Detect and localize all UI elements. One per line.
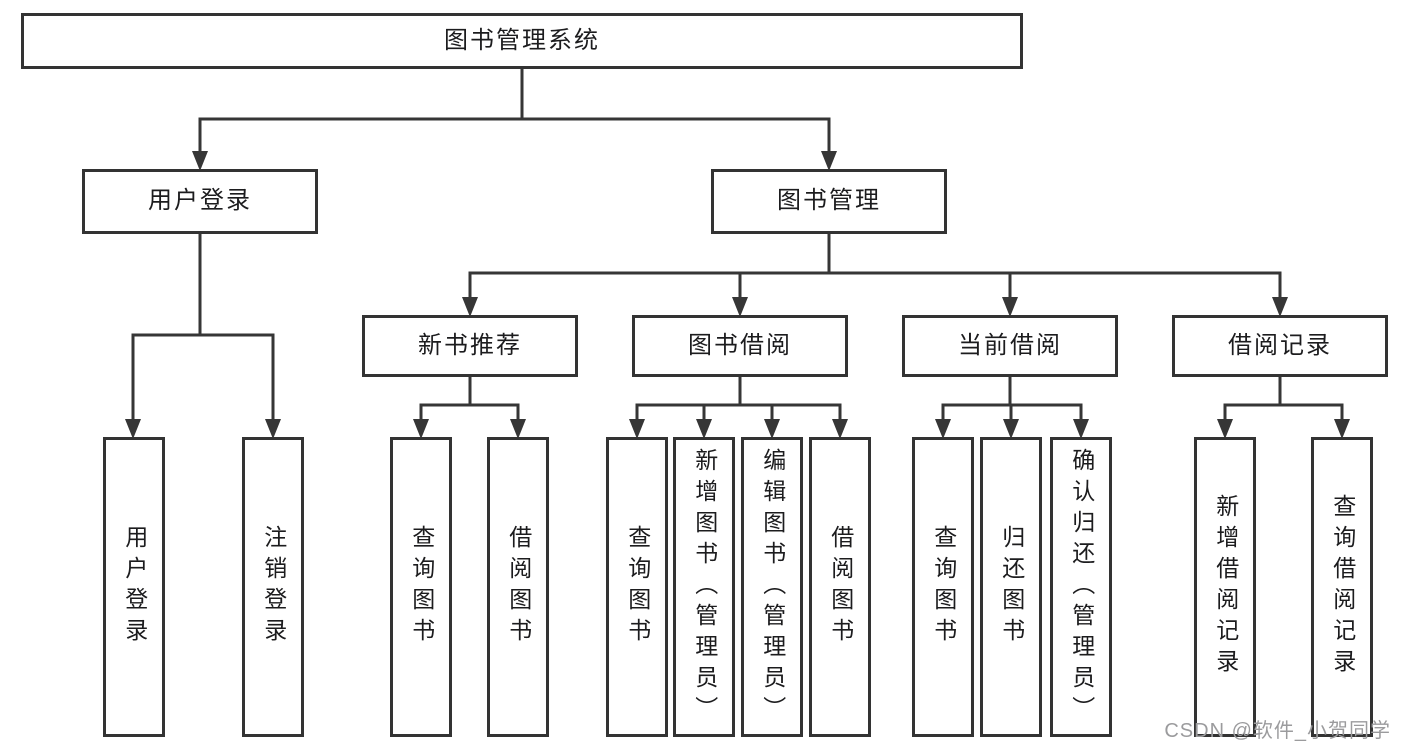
node-label: 新书推荐	[418, 331, 522, 359]
leaf-add-borrow-record: 新增借阅记录	[1194, 437, 1256, 737]
leaf-confirm-return-admin: 确认归还（管理员）	[1050, 437, 1112, 737]
node-label: 归还图书	[998, 525, 1025, 649]
node-label: 查询图书	[930, 525, 957, 649]
node-user-login: 用户登录	[82, 169, 318, 234]
node-label: 当前借阅	[958, 331, 1062, 359]
node-label: 新增借阅记录	[1212, 494, 1239, 680]
leaf-logout: 注销登录	[242, 437, 304, 737]
node-root-library-management-system: 图书管理系统	[21, 13, 1023, 69]
csdn-watermark: CSDN @软件_小贺同学	[1164, 720, 1391, 742]
connector-new-book-children	[413, 375, 526, 439]
node-label: 新增图书（管理员）	[691, 447, 718, 727]
node-label: 图书管理系统	[444, 26, 600, 54]
node-label: 图书管理	[777, 187, 881, 215]
node-label: 注销登录	[260, 525, 287, 649]
node-label: 图书借阅	[688, 331, 792, 359]
leaf-add-book-admin: 新增图书（管理员）	[673, 437, 735, 737]
leaf-user-login: 用户登录	[103, 437, 165, 737]
connector-user-login-children	[125, 231, 281, 439]
node-label: 查询借阅记录	[1329, 494, 1356, 680]
node-label: 借阅记录	[1228, 331, 1332, 359]
leaf-query-books-recommend: 查询图书	[390, 437, 452, 737]
node-new-book-recommendation: 新书推荐	[362, 315, 578, 377]
connector-book-borrow-children	[629, 375, 848, 439]
leaf-borrow-books-recommend: 借阅图书	[487, 437, 549, 737]
node-borrowing-records: 借阅记录	[1172, 315, 1388, 377]
node-book-management: 图书管理	[711, 169, 947, 234]
node-label: 查询图书	[408, 525, 435, 649]
node-label: 借阅图书	[827, 525, 854, 649]
node-current-borrowing: 当前借阅	[902, 315, 1118, 377]
connector-current-borrow-children	[935, 375, 1089, 439]
leaf-edit-book-admin: 编辑图书（管理员）	[741, 437, 803, 737]
node-label: 确认归还（管理员）	[1068, 447, 1095, 727]
node-label: 用户登录	[148, 187, 252, 215]
leaf-query-books-current: 查询图书	[912, 437, 974, 737]
leaf-return-book: 归还图书	[980, 437, 1042, 737]
leaf-query-books-borrow: 查询图书	[606, 437, 668, 737]
node-book-borrowing: 图书借阅	[632, 315, 848, 377]
connector-root-to-level2	[192, 66, 837, 171]
connector-borrow-records-children	[1217, 375, 1350, 439]
node-label: 用户登录	[121, 525, 148, 649]
node-label: 借阅图书	[505, 525, 532, 649]
node-label: 查询图书	[624, 525, 651, 649]
leaf-query-borrow-record: 查询借阅记录	[1311, 437, 1373, 737]
node-label: 编辑图书（管理员）	[759, 447, 786, 727]
connector-book-management-children	[462, 231, 1288, 317]
leaf-borrow-books: 借阅图书	[809, 437, 871, 737]
